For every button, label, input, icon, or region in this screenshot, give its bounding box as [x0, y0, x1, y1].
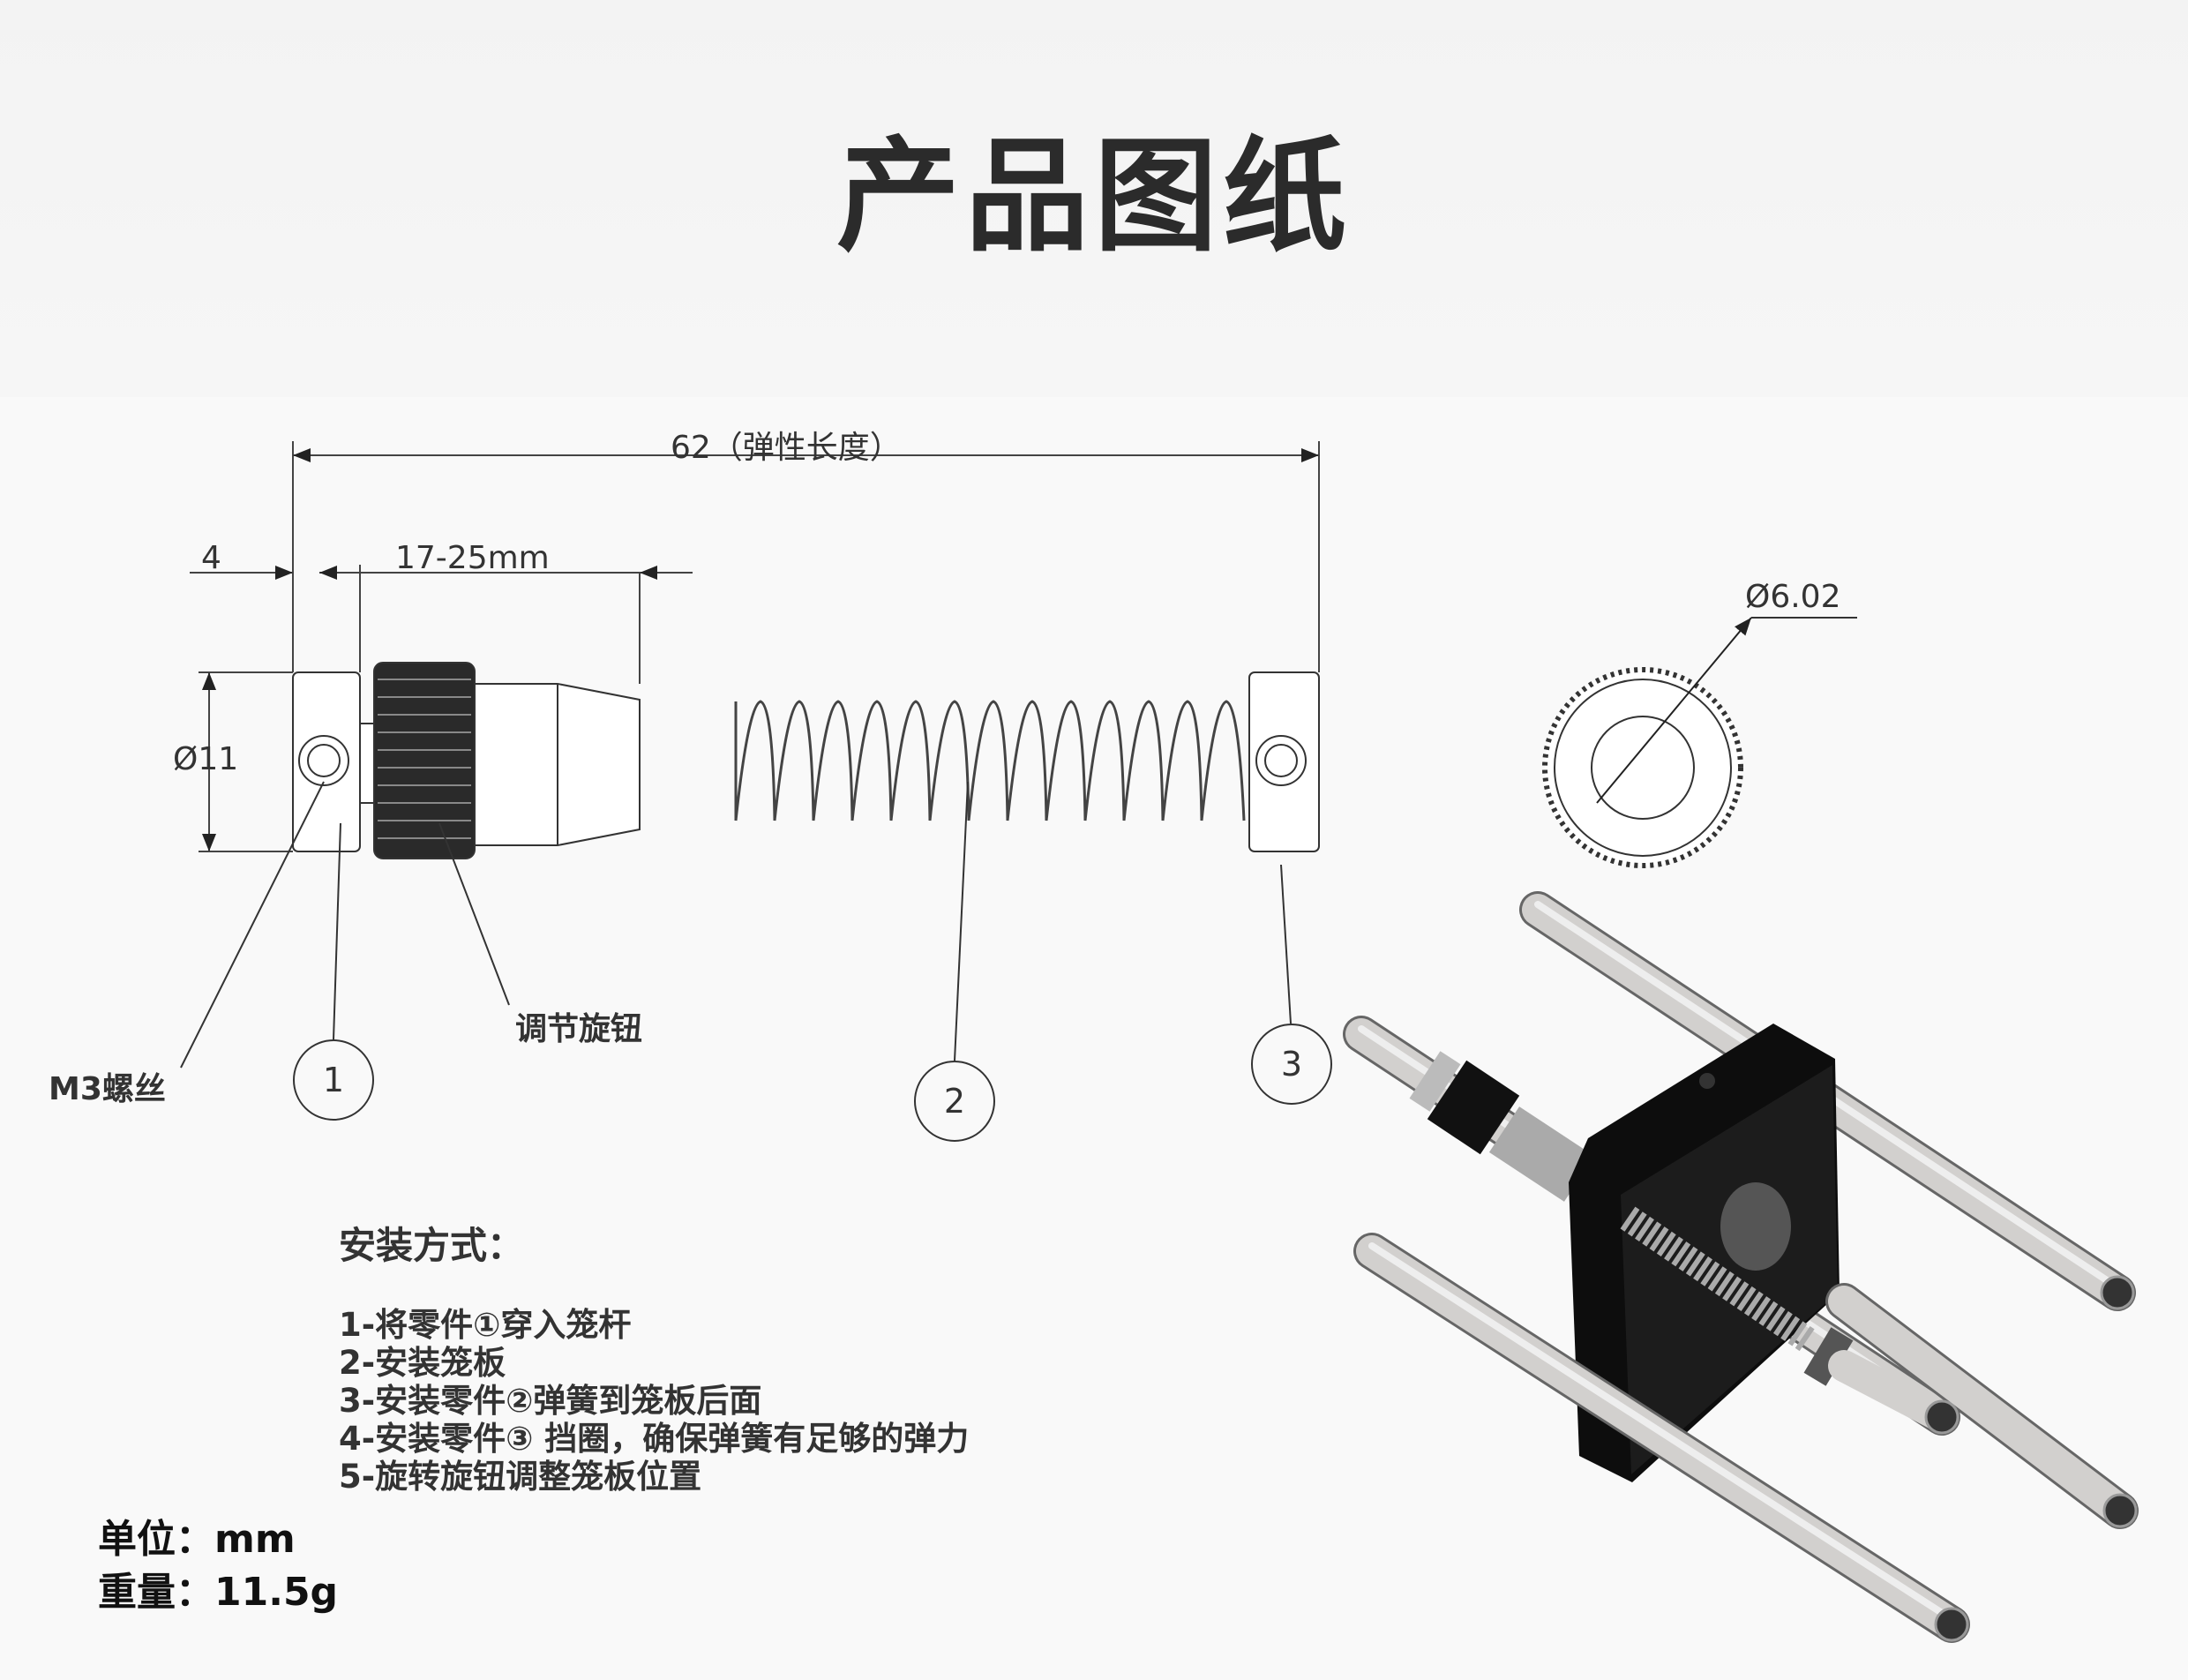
page-title: 产品图纸	[835, 125, 1352, 269]
end-diameter-label: Ø6.02	[1745, 579, 1841, 615]
instruction-step: 5-旋转旋钮调整笼板位置	[339, 1458, 702, 1496]
cage-rod	[1825, 1283, 2139, 1529]
header-banner	[0, 0, 2188, 397]
collar-width-label: 4	[201, 540, 221, 576]
unit-spec: 单位：mm	[98, 1517, 296, 1562]
instruction-step: 4-安装零件③ 挡圈，确保弹簧有足够的弹力	[339, 1420, 970, 1458]
overall-length-label: 62（弹性长度）	[671, 430, 902, 466]
cage-plate	[1569, 1024, 1840, 1482]
part-number-1: 1	[293, 1039, 374, 1121]
adjust-range-label: 17-25mm	[395, 540, 550, 576]
weight-spec: 重量：11.5g	[98, 1570, 339, 1615]
part1-adjuster	[292, 662, 641, 859]
instruction-step: 1-将零件①穿入笼杆	[339, 1306, 632, 1344]
end-view	[1542, 617, 1857, 868]
leader-lines	[180, 781, 1292, 1069]
instruction-step: 2-安装笼板	[339, 1344, 506, 1382]
instructions-heading: 安装方式：	[339, 1224, 525, 1267]
rear-spring	[1620, 1206, 1958, 1433]
screw-callout: M3螺丝	[49, 1071, 166, 1107]
part2-spring	[734, 700, 1246, 821]
diameter-label: Ø11	[173, 741, 239, 777]
dimension-lines	[190, 441, 1320, 852]
adjuster-knob	[1409, 1051, 1595, 1202]
part3-collar	[1248, 671, 1320, 852]
cage-rod	[1353, 1233, 1970, 1643]
part-number-2: 2	[914, 1061, 995, 1142]
instruction-step: 3-安装零件②弹簧到笼板后面	[339, 1382, 762, 1420]
assembly-3d-view	[1343, 891, 2139, 1643]
part-number-3: 3	[1251, 1024, 1332, 1105]
knob-callout: 调节旋钮	[515, 1011, 643, 1047]
instructions-list: 1-将零件①穿入笼杆 2-安装笼板 3-安装零件②弹簧到笼板后面 4-安装零件③…	[339, 1306, 969, 1496]
rod-end-caps	[1924, 1275, 2138, 1642]
